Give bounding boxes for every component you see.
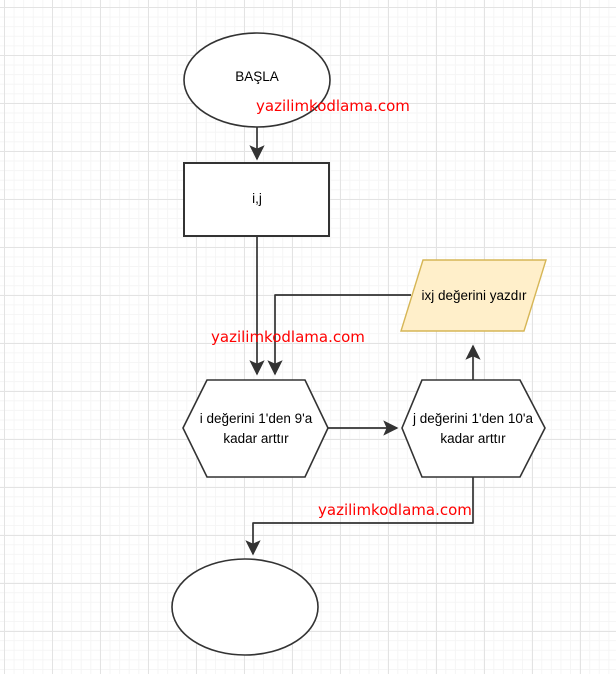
watermark-bottom: yazilimkodlama.com — [318, 501, 472, 519]
watermark-middle: yazilimkodlama.com — [211, 328, 365, 346]
loop-i-label: i değerini 1'den 9'a kadar arttır — [200, 409, 313, 449]
loop-i-hexagon[interactable] — [182, 379, 329, 478]
start-ellipse[interactable] — [183, 32, 331, 128]
edge-print-to-loop-i[interactable] — [267, 294, 411, 376]
edge-loop-j-to-end[interactable] — [245, 477, 474, 556]
loop-i-label-line1: i değerini 1'den 9'a — [199, 411, 313, 426]
init-rectangle[interactable] — [183, 162, 330, 237]
loop-j-hexagon[interactable] — [401, 379, 546, 478]
loop-j-label-line1: j değerini 1'den 10'a — [413, 411, 533, 426]
loop-j-label: j değerini 1'den 10'a kadar arttır — [413, 409, 533, 449]
print-label: ixj değerini yazdır — [421, 288, 527, 303]
start-label: BAŞLA — [235, 69, 279, 84]
loop-j-label-line2: kadar arttır — [440, 431, 506, 446]
loop-i-label-line2: kadar arttır — [223, 431, 289, 446]
init-label: i,j — [252, 191, 262, 206]
print-parallelogram[interactable] — [400, 259, 547, 332]
watermark-top: yazilimkodlama.com — [256, 97, 410, 115]
end-ellipse[interactable] — [171, 558, 319, 656]
